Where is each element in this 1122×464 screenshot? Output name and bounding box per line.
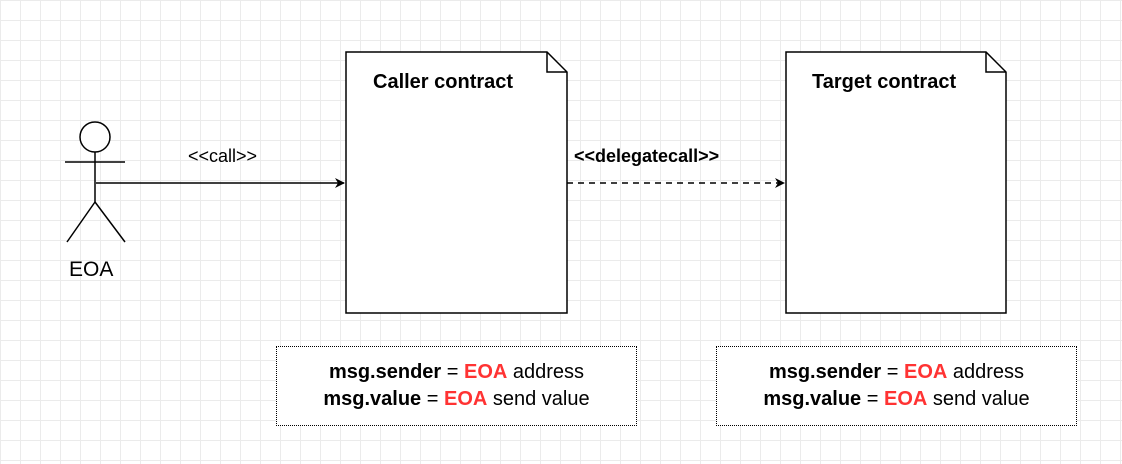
target-contract-fold [985, 52, 1006, 73]
sender-suffix: address [507, 361, 585, 383]
eoa-highlight: EOA [904, 361, 948, 383]
actor-label: EOA [69, 258, 114, 281]
caller-contract-box[interactable] [345, 51, 568, 314]
msg-sender-key: msg.sender [768, 361, 882, 383]
msg-sender-key: msg.sender [328, 361, 442, 383]
target-contract-title: Target contract [812, 71, 957, 93]
target-msg-note: msg.sender = EOA address msg.value = EOA… [716, 346, 1077, 426]
target-contract-box[interactable] [785, 51, 1007, 314]
target-msg-value-row: msg.value = EOA send value [763, 386, 1029, 413]
actor-leg-right [94, 201, 126, 243]
target-msg-sender-row: msg.sender = EOA address [769, 359, 1024, 386]
delegatecall-edge-label: <<delegatecall>> [574, 146, 720, 166]
caller-contract-title: Caller contract [373, 71, 514, 93]
actor-eoa-figure[interactable] [65, 121, 126, 243]
actor-leg-left [66, 201, 96, 243]
msg-value-key: msg.value [763, 388, 862, 410]
value-suffix: send value [927, 388, 1030, 410]
eoa-highlight: EOA [464, 361, 508, 383]
caller-contract-fold [546, 52, 567, 73]
caller-msg-note: msg.sender = EOA address msg.value = EOA… [276, 346, 637, 426]
equals-sign: = [881, 361, 904, 383]
equals-sign: = [861, 388, 884, 410]
sender-suffix: address [947, 361, 1025, 383]
call-edge-label: <<call>> [188, 146, 258, 166]
caller-msg-sender-row: msg.sender = EOA address [329, 359, 584, 386]
eoa-highlight: EOA [443, 388, 488, 410]
value-suffix: send value [487, 388, 590, 410]
actor-head [79, 121, 111, 153]
caller-msg-value-row: msg.value = EOA send value [323, 386, 589, 413]
msg-value-key: msg.value [323, 388, 422, 410]
equals-sign: = [441, 361, 464, 383]
equals-sign: = [421, 388, 444, 410]
eoa-highlight: EOA [883, 388, 928, 410]
